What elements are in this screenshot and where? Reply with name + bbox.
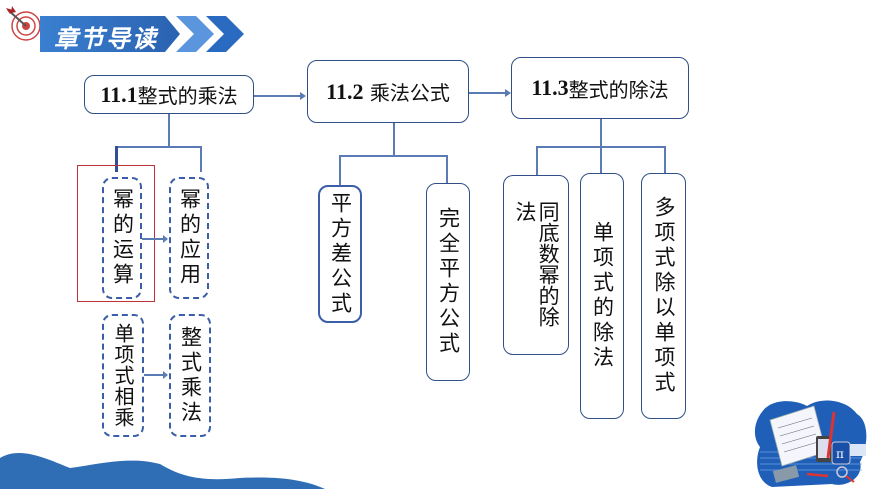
section-11-3-title: 整式的除法 — [568, 77, 669, 102]
topic-label: 幂的应用 — [177, 188, 202, 288]
connector — [339, 155, 446, 157]
highlight-frame — [77, 165, 155, 302]
arrowhead-icon — [163, 371, 168, 379]
topic-monomial-division[interactable]: 单项式的除法 — [580, 173, 624, 419]
topic-polynomial-by-monomial[interactable]: 多项式除以单项式 — [641, 173, 686, 419]
topic-label: 整式乘法 — [178, 325, 203, 426]
header-title: 章节导读 — [54, 25, 158, 53]
arrowhead-icon — [163, 235, 168, 243]
connector — [600, 119, 602, 146]
connector — [446, 155, 448, 183]
topic-difference-of-squares[interactable]: 平方差公式 — [318, 185, 362, 323]
arrowhead-icon — [300, 92, 306, 100]
arrow-11-1-to-11-2 — [254, 95, 304, 97]
connector — [600, 146, 602, 173]
topic-power-applications[interactable]: 幂的应用 — [169, 177, 209, 299]
header-banner: 章节导读 — [40, 14, 250, 54]
topic-polynomial-multiplication[interactable]: 整式乘法 — [169, 314, 211, 437]
section-11-2-number: 11.2 — [326, 78, 364, 104]
bottom-wave-decoration — [0, 450, 330, 489]
connector — [142, 238, 166, 240]
math-notebook-illustration-icon: π — [752, 392, 870, 489]
connector — [200, 146, 202, 172]
topic-same-base-power-division[interactable]: 同底数幂的除法 — [503, 175, 569, 355]
connector — [115, 146, 118, 172]
connector — [664, 146, 666, 173]
arrowhead-icon — [505, 89, 511, 97]
topic-label: 单项式相乘 — [111, 323, 135, 428]
connector — [168, 114, 170, 146]
section-11-1-title: 整式的乘法 — [137, 84, 238, 108]
connector — [144, 374, 166, 376]
connector — [339, 155, 341, 185]
header-target-icon — [4, 4, 42, 42]
topic-label: 同底数幂的除法 — [513, 201, 561, 327]
arrow-11-2-to-11-3 — [469, 92, 507, 94]
topic-label: 平方差公式 — [328, 191, 353, 317]
topic-monomial-multiplication[interactable]: 单项式相乘 — [102, 314, 144, 437]
connector — [393, 123, 395, 155]
topic-power-operations[interactable]: 幂的运算 — [102, 177, 142, 299]
section-11-3-number: 11.3 — [531, 75, 569, 100]
connector — [536, 146, 538, 175]
connector — [116, 146, 202, 148]
topic-label: 多项式除以单项式 — [652, 196, 677, 396]
section-11-2-box[interactable]: 11.2 乘法公式 — [307, 60, 469, 123]
section-11-1-number: 11.1 — [100, 81, 138, 107]
topic-label: 完全平方公式 — [436, 207, 461, 357]
topic-perfect-square[interactable]: 完全平方公式 — [426, 183, 470, 381]
topic-label: 单项式的除法 — [590, 221, 615, 371]
svg-text:π: π — [836, 447, 844, 461]
topic-label: 幂的运算 — [110, 188, 135, 288]
section-11-2-title: 乘法公式 — [363, 81, 450, 105]
